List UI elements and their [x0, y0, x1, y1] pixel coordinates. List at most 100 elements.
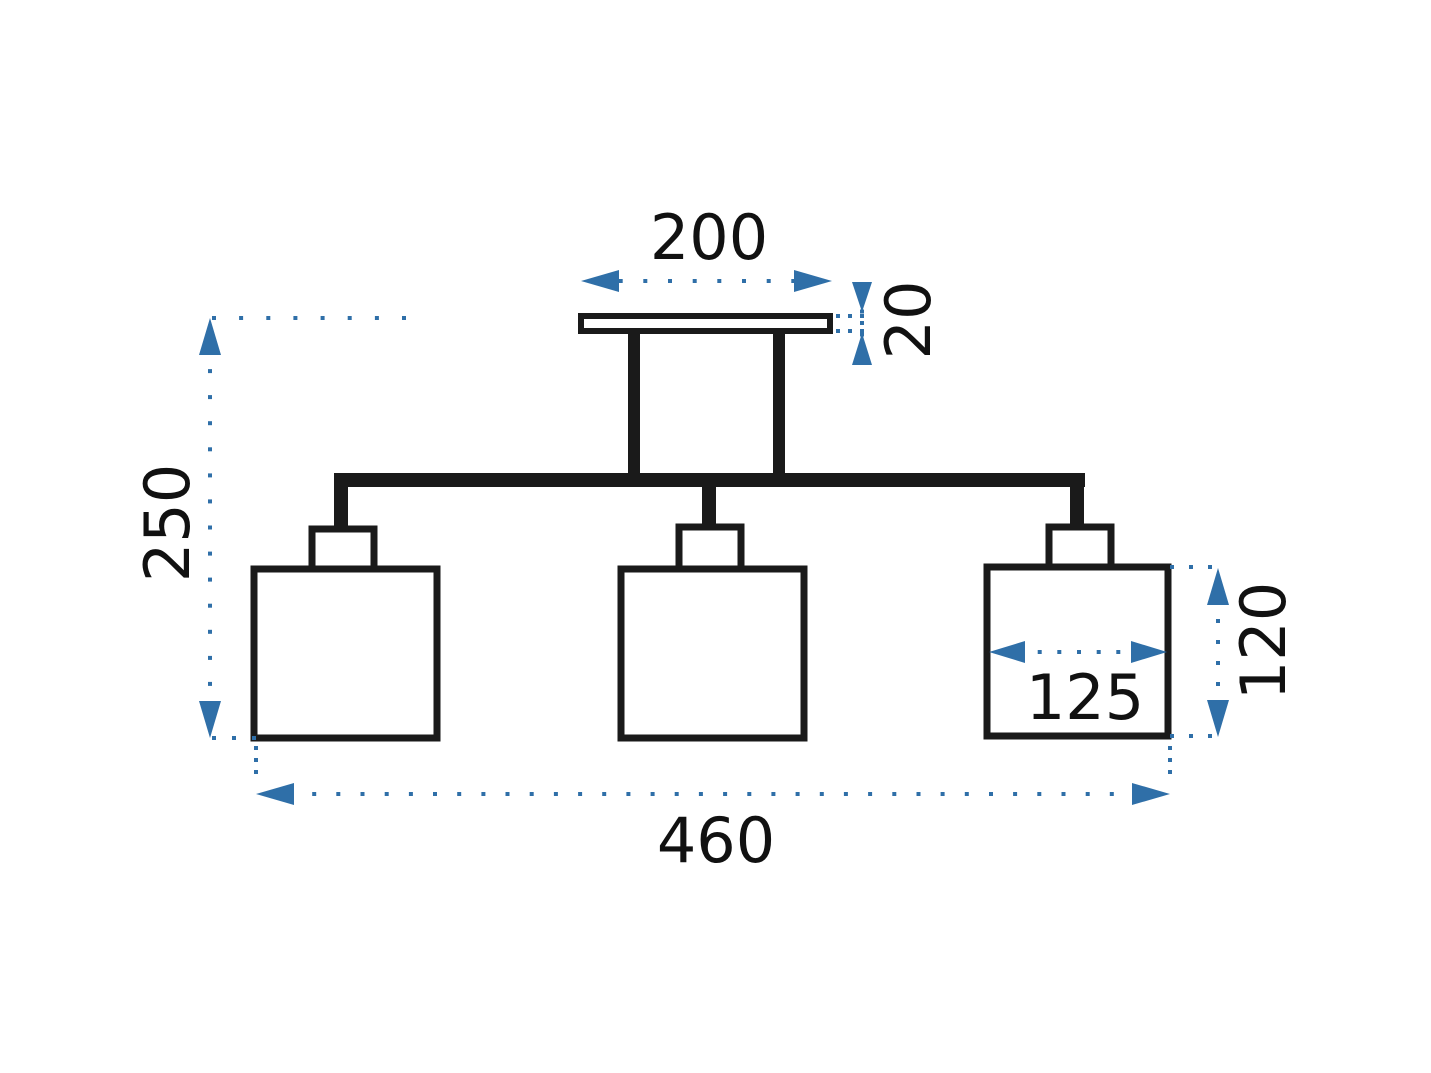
arrowheads [199, 270, 1229, 805]
dim-dot-shade-height [1216, 682, 1220, 686]
dim-dot-total-width [481, 792, 486, 796]
dim-dot-total-width [892, 792, 897, 796]
dim-dot-total-height [208, 473, 212, 478]
dim-dot-total-width [602, 792, 607, 796]
dim-dot-total-height [293, 316, 298, 320]
dim-dot-canopy-height [848, 314, 852, 318]
dim-dot-shade-height [1216, 619, 1220, 623]
dim-dot-total-height [208, 577, 212, 582]
dim-dot-canopy-height [848, 329, 852, 333]
dim-dot-total-width [771, 792, 776, 796]
dim-dot-shade-height [1170, 734, 1174, 738]
dim-dot-total-width [819, 792, 824, 796]
dim-dot-total-height [208, 629, 212, 634]
lamp-fixture [250, 313, 1172, 742]
dim-dot-total-height [347, 316, 352, 320]
arrow-up-icon [199, 318, 221, 355]
dim-dot-total-height [320, 316, 325, 320]
dim-dot-total-width [529, 792, 534, 796]
dim-dot-total-width [916, 792, 921, 796]
dim-dot-total-width [723, 792, 728, 796]
dim-dot-canopy-width [766, 279, 771, 283]
dim-dot-total-width [254, 758, 258, 762]
dim-dot-shade-height [1208, 565, 1212, 569]
dim-dot-total-height [208, 525, 212, 530]
dimension-lines [208, 279, 1220, 796]
dim-dot-total-height [239, 316, 244, 320]
dim-dot-total-width [254, 770, 258, 774]
dim-dot-total-width [312, 792, 317, 796]
dim-dot-total-width [254, 746, 258, 750]
arrow-right-icon [794, 270, 832, 292]
dim-dot-total-width [868, 792, 873, 796]
dim-dot-canopy-width [668, 279, 672, 283]
dim-dot-total-width [336, 792, 341, 796]
dim-dot-total-width [408, 792, 413, 796]
dim-dot-shade-width [1096, 650, 1101, 654]
dim-dot-total-width [989, 792, 993, 796]
dim-dot-shade-height [1216, 640, 1220, 644]
dim-dot-shade-width [1037, 650, 1042, 654]
dim-dot-total-height [208, 421, 212, 426]
canopy-plate [578, 313, 833, 334]
dim-dot-total-width [795, 792, 800, 796]
socket-right [1045, 523, 1115, 571]
drop-center [702, 473, 716, 527]
total-height-label: 250 [131, 464, 204, 582]
total-width-label: 460 [657, 804, 775, 877]
dim-dot-total-height [208, 603, 212, 608]
dim-dot-total-height [252, 736, 256, 740]
arrow-down-icon [1207, 700, 1229, 737]
dim-dot-total-width [650, 792, 655, 796]
dim-dot-total-width [384, 792, 389, 796]
dim-dot-total-width [1168, 758, 1172, 762]
dim-dot-total-height [208, 551, 212, 556]
dim-dot-total-width [1037, 792, 1042, 796]
dim-dot-total-width [433, 792, 437, 796]
dim-dot-canopy-height [836, 329, 840, 333]
dim-dot-total-height [208, 369, 212, 374]
dim-dot-total-height [208, 499, 212, 504]
dim-dot-total-width [747, 792, 752, 796]
dim-dot-shade-width [1077, 650, 1081, 654]
dim-dot-shade-height [1208, 734, 1212, 738]
dim-dot-total-height [266, 316, 271, 320]
dim-dot-total-width [1013, 792, 1018, 796]
dim-dot-total-width [964, 792, 969, 796]
dim-dot-total-width [1168, 746, 1172, 750]
dim-dot-total-height [208, 681, 212, 686]
dim-dot-total-width [940, 792, 945, 796]
dim-dot-canopy-width [791, 279, 796, 283]
dim-dot-total-width [698, 792, 703, 796]
dim-dot-canopy-width [643, 279, 648, 283]
dim-dot-canopy-width [618, 279, 623, 283]
drop-right [1070, 473, 1084, 527]
dim-dot-total-height [232, 736, 236, 740]
dim-dot-total-height [212, 316, 216, 320]
socket-center [675, 523, 745, 573]
canopy-width-label: 200 [650, 201, 768, 274]
shade-height-label: 120 [1227, 582, 1300, 700]
dim-dot-total-width [553, 792, 558, 796]
dim-dot-canopy-width [717, 279, 722, 283]
dim-dot-shade-height [1189, 734, 1193, 738]
shade-width-label: 125 [1026, 661, 1144, 734]
canopy-height-label: 20 [872, 281, 945, 360]
dim-dot-canopy-width [692, 279, 697, 283]
drop-left [334, 473, 348, 529]
dim-dot-total-width [1109, 792, 1114, 796]
shade-left [250, 565, 441, 742]
dim-dot-shade-height [1170, 565, 1174, 569]
dim-dot-total-height [208, 655, 212, 660]
dim-dot-shade-width [1057, 650, 1062, 654]
dim-dot-total-width [843, 792, 848, 796]
dim-dot-canopy-height [836, 314, 840, 318]
arrow-up-icon [852, 333, 872, 365]
arrow-left-icon [256, 783, 294, 805]
dim-dot-total-width [626, 792, 631, 796]
dim-dot-total-height [208, 447, 212, 452]
arrow-right-icon [1132, 783, 1170, 805]
arrow-left-icon [989, 641, 1025, 663]
arrow-left-icon [581, 270, 619, 292]
